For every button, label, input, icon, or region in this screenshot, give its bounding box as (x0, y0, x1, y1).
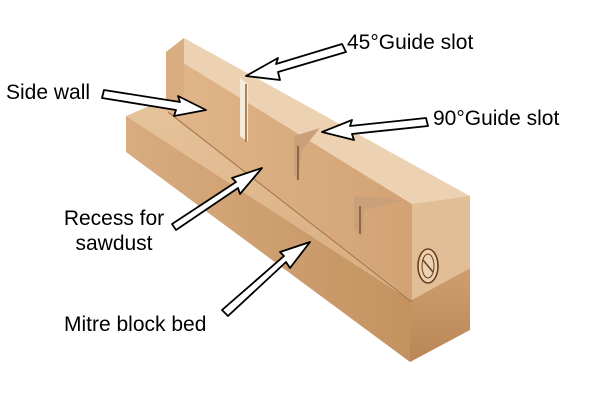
arrow-45-guide-slot (245, 43, 347, 81)
guide-slot-right-cut (354, 196, 404, 236)
label-recess-for-sawdust: Recess for sawdust (36, 206, 192, 256)
recess-groove (167, 111, 413, 303)
maker-stamp-logo (417, 248, 439, 284)
arrow-side-wall (101, 89, 207, 117)
guide-slot-45-cut (240, 78, 248, 142)
label-recess-line-1: Recess for (63, 207, 165, 230)
label-side-wall: Side wall (6, 81, 91, 104)
bed-front-face (126, 116, 410, 362)
label-recess-line-2: sawdust (75, 232, 153, 255)
arrow-recess-for-sawdust (171, 167, 263, 231)
label-90-guide-slot: 90°Guide slot (433, 107, 560, 130)
side-wall-front (166, 52, 412, 300)
guide-slot-90-cut (294, 128, 320, 180)
bed-end-face (410, 268, 470, 362)
side-wall-left-end (166, 38, 184, 110)
arrow-mitre-block-bed (221, 241, 311, 317)
label-45-guide-slot: 45°Guide slot (347, 31, 474, 54)
label-mitre-block-bed: Mitre block bed (64, 313, 207, 336)
arrow-90-guide-slot (321, 117, 429, 141)
